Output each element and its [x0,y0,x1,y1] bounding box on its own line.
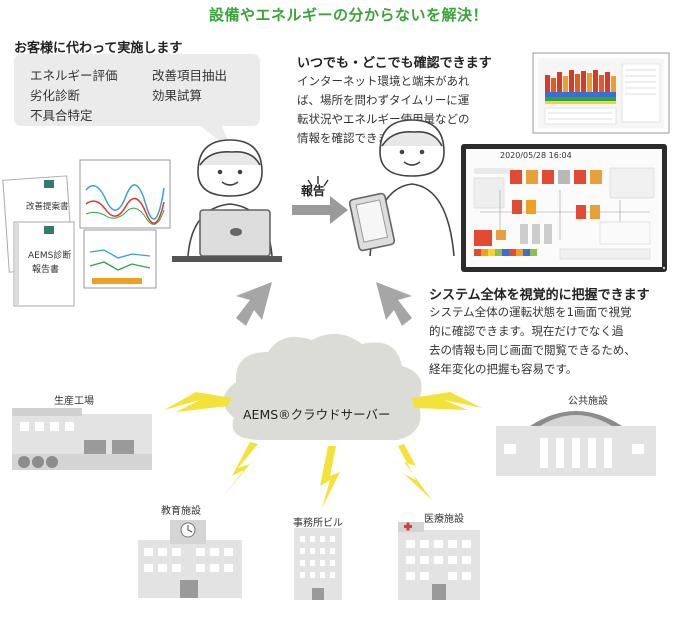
doc2-title-line2: 報告書 [32,265,60,275]
headline: 設備やエネルギーの分からないを解決！ [208,6,488,24]
right-top-line: インターネット環境と端末があれ [297,74,470,88]
small-report-screenshot [532,52,670,134]
monitor-date: 2020/05/28 16:04 [500,151,572,160]
right-mid-title: システム全体を視覚的に把握できます [429,288,650,303]
bubble-item-effect: 効果試算 [152,88,203,103]
person-with-tablet [348,119,455,257]
bubble-item-improve: 改善項目抽出 [152,68,228,83]
right-mid-line: 経年変化の把握も容易です。 [429,362,578,376]
right-mid-line: 去の情報も同じ画面で閲覧できるため、 [429,343,636,357]
medical-building [398,522,480,600]
left-section-title: お客様に代わって実施します [14,41,183,56]
office-building [294,528,342,600]
right-mid-line: 的に確認できます。現在だけでなく過 [429,324,624,338]
public-label: 公共施設 [568,396,608,407]
factory-label: 生産工場 [54,396,94,407]
lightning-bolts [164,392,482,508]
upload-arrows [236,282,412,326]
public-facility-building [496,411,656,476]
report-arrow [292,176,348,224]
doc1-title: 改善提案書 [26,202,69,212]
education-label: 教育施設 [161,506,201,517]
large-monitor [461,144,667,272]
report-documents [2,175,75,307]
doc2-title-line1: AEMS診断 [28,251,72,261]
right-top-title: いつでも・どこでも確認できます [297,56,492,71]
right-top-line: ば、場所を問わずタイムリーに運 [297,93,470,107]
right-mid-body: システム全体の運転状態を1画面で視覚 的に確認できます。現在だけでなく過 去の情… [429,303,679,379]
factory-building [12,408,152,470]
cloud-label: AEMS®クラウドサーバー [243,407,391,422]
education-building [138,520,242,598]
bubble-item-degradation: 劣化診断 [30,88,81,103]
report-label: 報告 [301,184,326,198]
bubble-item-fault: 不具合特定 [30,108,93,123]
trend-charts [79,159,171,289]
bubble-item-energy: エネルギー評価 [30,68,118,83]
person-with-laptop [172,139,282,262]
medical-label: 医療施設 [424,514,464,525]
cloud-server [223,333,422,440]
office-label: 事務所ビル [293,518,343,529]
right-mid-line: システム全体の運転状態を1画面で視覚 [429,305,632,319]
speech-bubble [14,54,260,150]
